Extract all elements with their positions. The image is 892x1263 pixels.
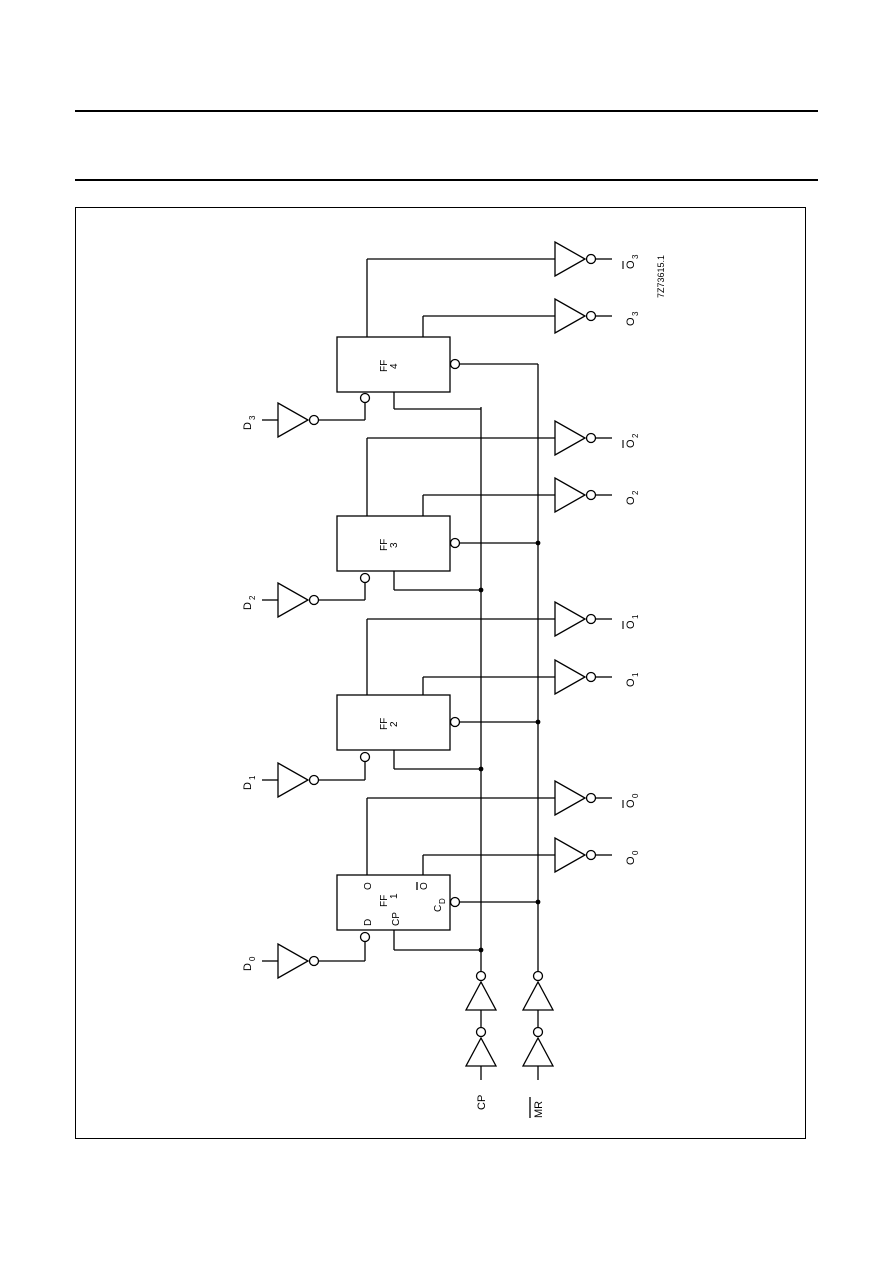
ff1-label: FF xyxy=(379,895,390,907)
svg-text:O: O xyxy=(625,439,637,448)
svg-text:1: 1 xyxy=(631,672,640,677)
cp-input-chain xyxy=(464,407,498,1080)
d3-buffer xyxy=(262,401,365,439)
svg-text:O: O xyxy=(625,260,637,269)
flipflop-3: FF 3 xyxy=(336,515,451,572)
ff3-number: 3 xyxy=(389,542,400,548)
svg-text:1: 1 xyxy=(248,775,257,780)
figure-frame xyxy=(75,207,806,1139)
junction-dots xyxy=(478,540,541,953)
ff1-pin-qbar: O xyxy=(419,882,430,890)
d1-buffer xyxy=(262,761,365,799)
svg-text:O: O xyxy=(625,678,637,687)
ff3-wiring xyxy=(359,437,555,600)
ff1-pin-d: D xyxy=(363,919,374,926)
header-rule-top xyxy=(75,110,818,112)
ff1-pin-cp: CP xyxy=(391,912,402,926)
svg-text:0: 0 xyxy=(248,956,257,961)
svg-text:3: 3 xyxy=(248,415,257,420)
ff1-pin-cd-sub: D xyxy=(438,898,447,904)
svg-text:O: O xyxy=(625,317,637,326)
flipflop-1: O FF 1 O D CP C D xyxy=(336,874,451,931)
d0-buffer xyxy=(262,942,365,980)
o3-label: O3 xyxy=(625,311,640,326)
o1-bar-label: O1 xyxy=(622,614,640,629)
drawing-code: 7Z73615.1 xyxy=(656,255,666,298)
ff2-number: 2 xyxy=(389,721,400,727)
ff1-wiring xyxy=(359,797,555,961)
svg-text:O: O xyxy=(625,496,637,505)
ff1-number: 1 xyxy=(389,893,400,899)
ff2-wiring xyxy=(359,618,555,780)
svg-text:D: D xyxy=(242,963,254,971)
d1-label: D1 xyxy=(242,775,257,790)
o3-bar-label: O3 xyxy=(622,254,640,269)
svg-text:0: 0 xyxy=(631,793,640,798)
d0-label: D0 xyxy=(242,956,257,971)
svg-text:3: 3 xyxy=(631,254,640,259)
svg-text:2: 2 xyxy=(631,490,640,495)
svg-text:2: 2 xyxy=(248,595,257,600)
mr-label: MR xyxy=(533,1101,545,1118)
svg-text:0: 0 xyxy=(631,850,640,855)
d3-label: D3 xyxy=(242,415,257,430)
svg-text:O: O xyxy=(625,620,637,629)
svg-text:D: D xyxy=(242,782,254,790)
ff4-wiring xyxy=(359,258,555,420)
ff1-pin-q: O xyxy=(363,882,374,890)
svg-text:1: 1 xyxy=(631,614,640,619)
svg-text:D: D xyxy=(242,602,254,610)
svg-text:2: 2 xyxy=(631,433,640,438)
output-buffers xyxy=(554,240,612,874)
d2-buffer xyxy=(262,581,365,619)
ff4-number: 4 xyxy=(389,363,400,369)
header-rule-bottom xyxy=(75,179,818,181)
svg-text:D: D xyxy=(242,422,254,430)
svg-text:O: O xyxy=(625,799,637,808)
o0-bar-label: O0 xyxy=(622,793,640,808)
cp-label: CP xyxy=(476,1095,488,1110)
svg-text:O: O xyxy=(625,856,637,865)
mr-input-chain xyxy=(521,364,555,1080)
flipflop-2: FF 2 xyxy=(336,694,451,751)
o2-label: O2 xyxy=(625,490,640,505)
ff3-label: FF xyxy=(379,539,390,551)
d2-label: D2 xyxy=(242,595,257,610)
ff2-label: FF xyxy=(379,718,390,730)
flipflop-4: FF 4 xyxy=(336,336,451,393)
ff1-pin-cd: C xyxy=(433,905,444,912)
o1-label: O1 xyxy=(625,672,640,687)
svg-text:3: 3 xyxy=(631,311,640,316)
o2-bar-label: O2 xyxy=(622,433,640,448)
o0-label: O0 xyxy=(625,850,640,865)
ff4-label: FF xyxy=(379,360,390,372)
